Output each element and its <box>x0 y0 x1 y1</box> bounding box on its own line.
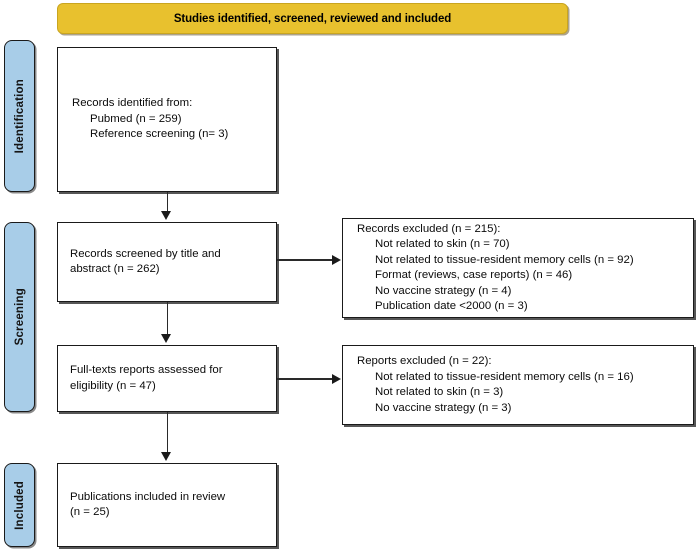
box-body: Reports excluded (n = 22): Not related to… <box>343 354 693 416</box>
arrowhead-right-icon <box>332 373 341 384</box>
connector-fulltext-to-included <box>166 412 169 454</box>
stage-label-included: Included <box>4 463 35 547</box>
box-body: Full-texts reports assessed for eligibili… <box>58 363 276 394</box>
box-text-line: Not related to tissue-resident memory ce… <box>375 253 634 266</box>
connector-identified-to-screened <box>166 192 169 213</box>
arrowhead-down-icon <box>161 334 171 343</box>
stage-label-screening-text: Screening <box>13 288 26 346</box>
flow-box-full-texts-assessed: Full-texts reports assessed for eligibili… <box>57 345 277 412</box>
box-text-line: Reference screening (n= 3) <box>90 128 229 141</box>
box-text-line: Records screened by title and <box>70 247 221 260</box>
arrowhead-right-icon <box>332 254 341 265</box>
box-text-line: Publications included in review <box>70 490 226 503</box>
box-text-line: Format (reviews, case reports) (n = 46) <box>375 269 573 281</box>
box-text-line: Not related to tissue-resident memory ce… <box>375 370 634 383</box>
box-text-line: Not related to skin (n = 70) <box>375 238 510 250</box>
box-text-line: Records excluded (n = 215): <box>357 222 501 235</box>
flow-box-records-screened: Records screened by title and abstract (n… <box>57 222 277 302</box>
box-text-line: (n = 25) <box>70 506 110 518</box>
connector-fulltext-to-reports-excluded <box>277 378 333 380</box>
box-text-line: Publication date <2000 (n = 3) <box>375 300 528 312</box>
box-text-line: No vaccine strategy (n = 4) <box>375 284 512 297</box>
box-body: Records identified from: Pubmed (n = 259)… <box>58 96 276 143</box>
stage-label-included-text: Included <box>13 480 26 530</box>
arrowhead-down-icon <box>161 211 171 220</box>
flow-box-records-identified: Records identified from: Pubmed (n = 259)… <box>57 47 277 192</box>
box-text-line: Records identified from: <box>72 97 193 110</box>
connector-screened-to-fulltext <box>166 302 169 335</box>
box-text-line: Full-texts reports assessed for <box>70 364 223 376</box>
flow-box-records-excluded: Records excluded (n = 215): Not related t… <box>342 218 694 318</box>
box-body: Publications included in review (n = 25) <box>58 490 276 521</box>
diagram-title-banner: Studies identified, screened, reviewed a… <box>57 3 568 34</box>
box-text-line: Not related to skin (n = 3) <box>375 386 504 398</box>
box-text-line: No vaccine strategy (n = 3) <box>375 401 512 414</box>
stage-label-screening: Screening <box>4 222 35 412</box>
flow-box-publications-included: Publications included in review (n = 25) <box>57 463 277 547</box>
stage-label-identification: Identification <box>4 40 35 192</box>
box-text-line: abstract (n = 262) <box>70 263 160 275</box>
flow-box-reports-excluded: Reports excluded (n = 22): Not related to… <box>342 345 694 425</box>
box-text-line: eligibility (n = 47) <box>70 379 156 392</box>
stage-label-identification-text: Identification <box>13 78 26 154</box>
box-text-line: Pubmed (n = 259) <box>90 112 182 125</box>
connector-screened-to-records-excluded <box>277 259 333 261</box>
diagram-title-text: Studies identified, screened, reviewed a… <box>173 12 452 25</box>
box-text-line: Reports excluded (n = 22): <box>357 355 492 367</box>
arrowhead-down-icon <box>161 452 171 461</box>
box-body: Records screened by title and abstract (n… <box>58 247 276 278</box>
box-body: Records excluded (n = 215): Not related t… <box>343 222 693 315</box>
